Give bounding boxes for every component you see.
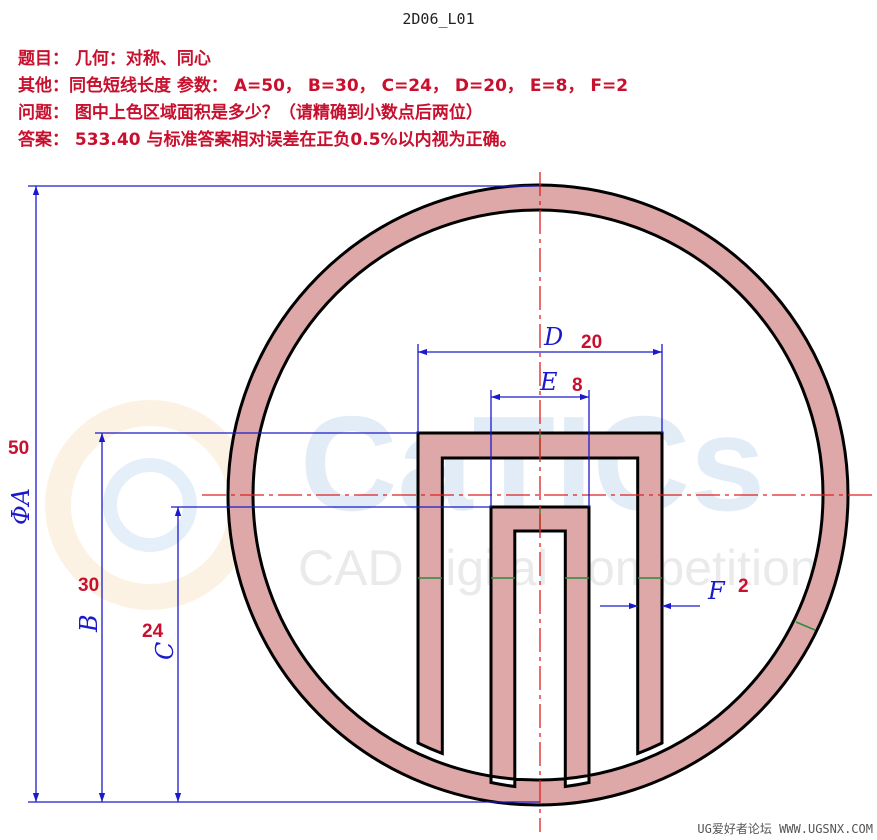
watermark-ring [45, 400, 255, 610]
info-answer: 答案： 533.40 与标准答案相对误差在正负0.5%以内视为正确。 [18, 130, 517, 150]
dimension-d-value: 20 [581, 332, 602, 353]
footer-credit: UG爱好者论坛 WWW.UGSNX.COM [697, 822, 873, 836]
dimension-b-letter: B [75, 614, 103, 633]
dimension-d-letter: D [543, 323, 563, 351]
dimension-b-value: 30 [78, 575, 99, 596]
gear-icon [103, 458, 197, 552]
dimensions [28, 185, 700, 803]
dimension-f-value: 2 [738, 576, 749, 597]
dimension-e-letter: E [539, 368, 558, 396]
dimension-a-letter: ΦA [7, 488, 35, 525]
dimension-c-letter: C [151, 642, 179, 660]
dimension-e-value: 8 [572, 375, 583, 396]
info-topic: 题目： 几何：对称、同心 [18, 49, 211, 69]
watermark-subtitle: CAD digital competition [298, 540, 818, 596]
dimension-c-value: 24 [142, 621, 164, 642]
info-other: 其他：同色短线长度 参数： A=50， B=30， C=24， D=20， E=… [18, 76, 629, 96]
dimension-a-value: 50 [8, 438, 29, 459]
info-question: 问题： 图中上色区域面积是多少？（请精确到小数点后两位） [18, 103, 483, 123]
dimension-f-letter: F [707, 577, 726, 605]
page-title: 2D06_L01 [402, 10, 475, 28]
center-lines [202, 172, 872, 832]
